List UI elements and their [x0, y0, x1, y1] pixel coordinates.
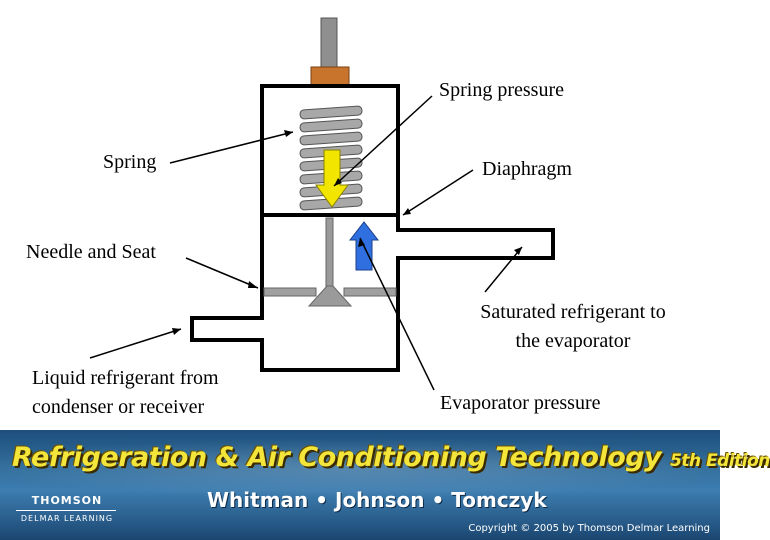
- label-saturated-line1: Saturated refrigerant to: [480, 301, 666, 323]
- label-spring-pressure: Spring pressure: [439, 79, 564, 101]
- footer-title: Refrigeration & Air Conditioning Technol…: [12, 442, 770, 473]
- valve-body-upper: [190, 84, 555, 372]
- needle-cone: [307, 285, 353, 307]
- label-liquid-line1: Liquid refrigerant from: [32, 367, 219, 389]
- valve-drawing: [89, 17, 555, 391]
- label-evaporator-pressure: Evaporator pressure: [440, 392, 601, 414]
- footer-edition: 5th Edition: [670, 451, 770, 471]
- footer-authors: Whitman • Johnson • Tomczyk: [207, 488, 547, 512]
- logo-bottom-text: DELMAR LEARNING: [20, 514, 114, 523]
- label-spring: Spring: [103, 151, 157, 173]
- needle-stem: [325, 217, 334, 291]
- seat-right: [343, 287, 397, 297]
- label-saturated-line2: the evaporator: [515, 330, 631, 352]
- label-liquid-line2: condenser or receiver: [32, 396, 205, 418]
- valve-stem: [320, 17, 338, 69]
- publisher-logo: THOMSON DELMAR LEARNING: [12, 488, 122, 534]
- leader-arrowheads: [172, 130, 522, 335]
- leader-lines: [89, 95, 523, 391]
- seat-left: [263, 287, 317, 297]
- footer-banner: Refrigeration & Air Conditioning Technol…: [0, 430, 770, 540]
- label-saturated-refrigerant: Saturated refrigerant to the evaporator: [458, 298, 688, 356]
- logo-top-text: THOMSON: [31, 494, 103, 507]
- label-diaphragm: Diaphragm: [482, 158, 572, 180]
- footer-copyright: Copyright © 2005 by Thomson Delmar Learn…: [468, 523, 710, 534]
- spring-pressure-arrow: [315, 149, 349, 208]
- label-needle-and-seat: Needle and Seat: [26, 241, 156, 263]
- footer-wave: [0, 438, 760, 498]
- valve-diagram: Spring pressure Spring Diaphragm Needle …: [26, 17, 688, 422]
- footer-title-main: Refrigeration & Air Conditioning Technol…: [12, 442, 662, 473]
- logo-rule: [16, 510, 116, 511]
- label-liquid-refrigerant: Liquid refrigerant from condenser or rec…: [32, 364, 219, 422]
